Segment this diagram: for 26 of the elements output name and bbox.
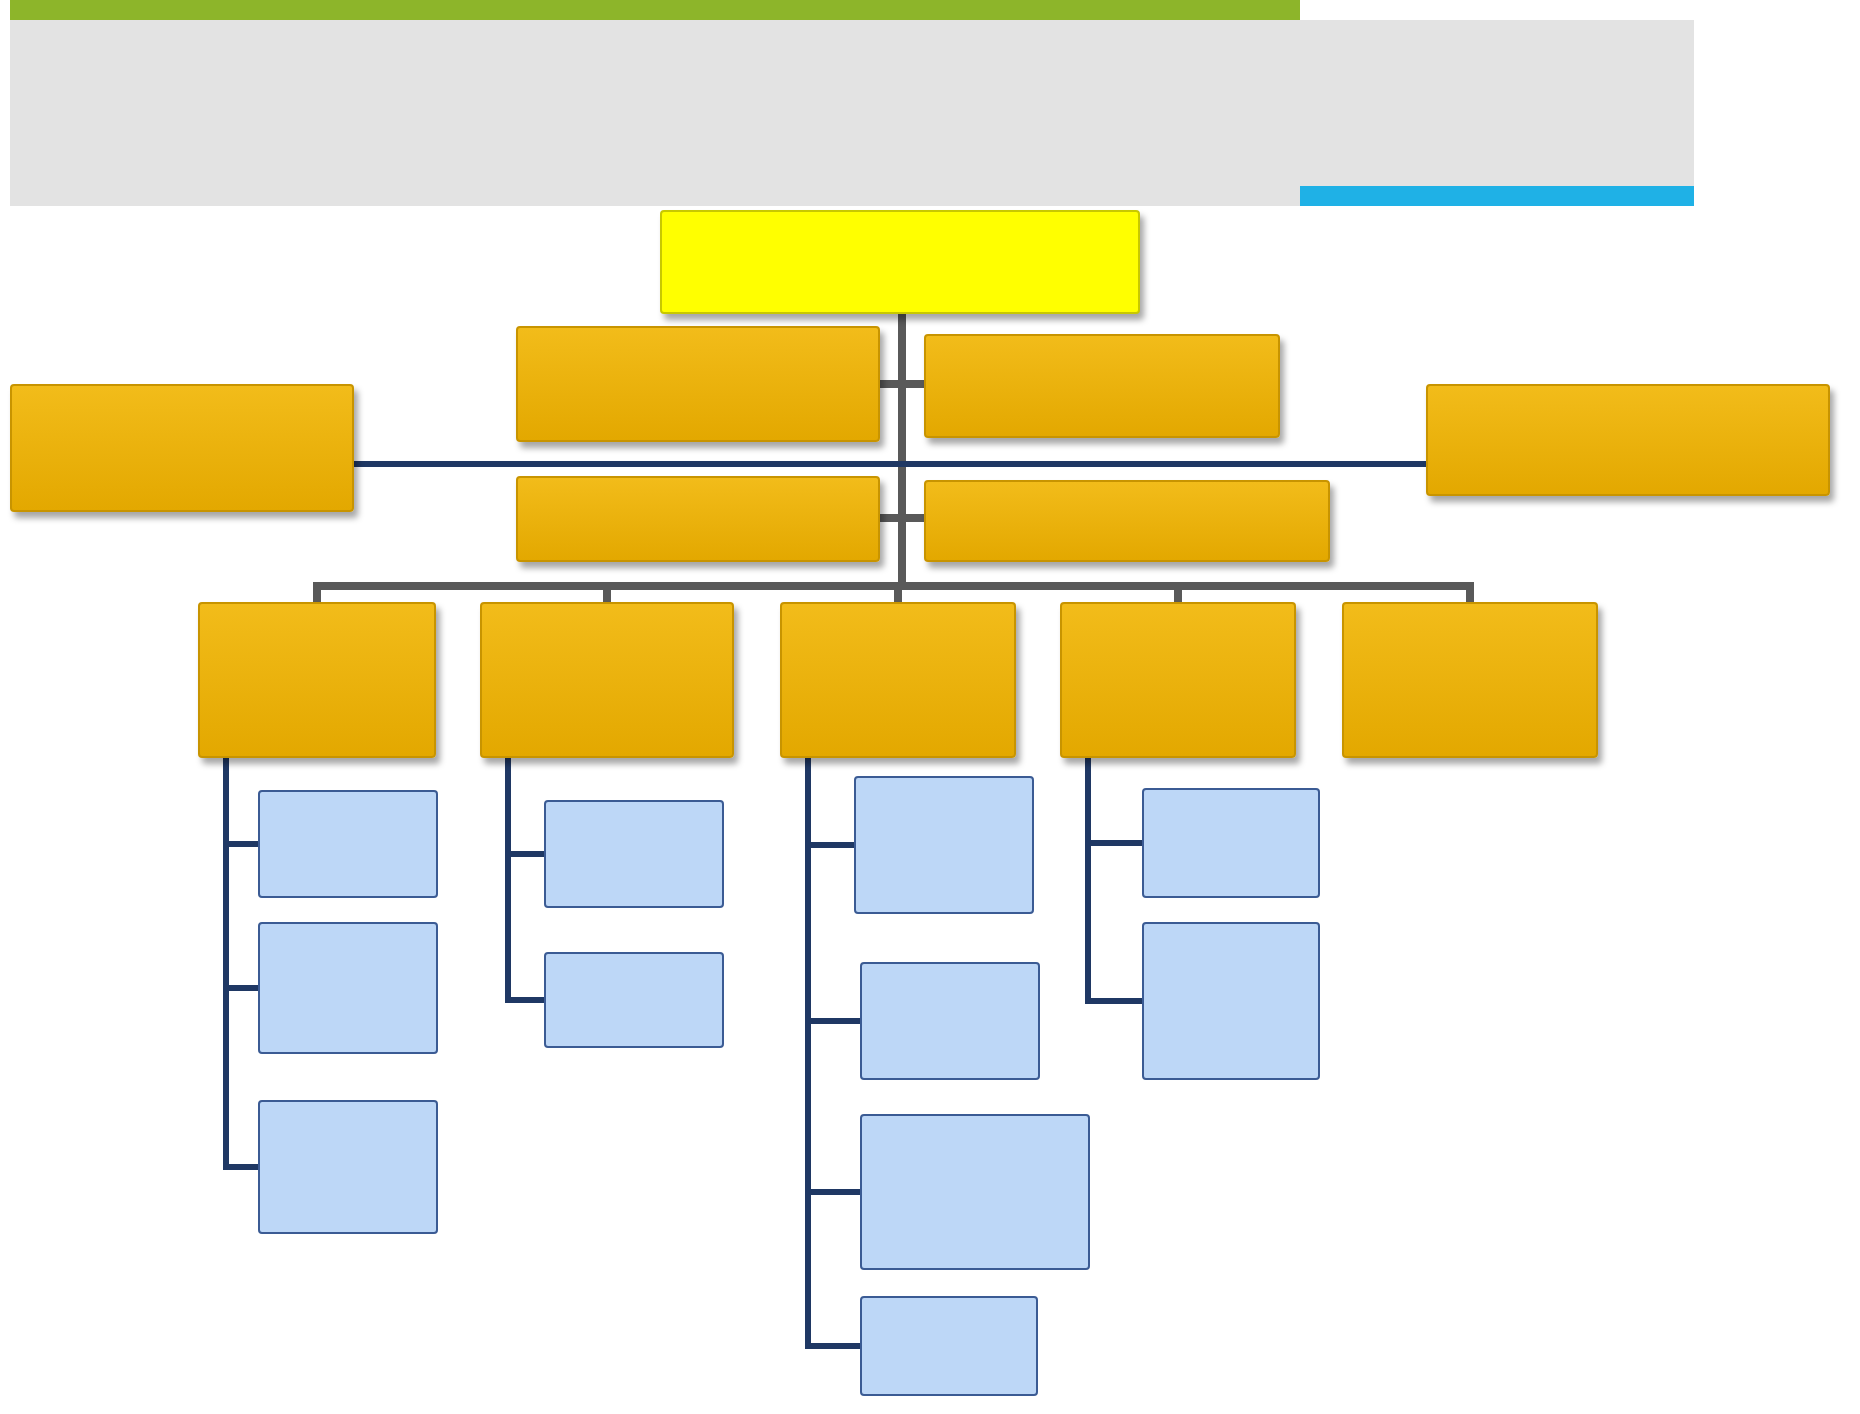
org-box bbox=[258, 790, 438, 898]
org-box bbox=[516, 326, 880, 442]
org-box bbox=[1342, 602, 1598, 758]
org-box bbox=[198, 602, 436, 758]
org-box bbox=[860, 1114, 1090, 1270]
org-box bbox=[860, 1296, 1038, 1396]
org-box bbox=[860, 962, 1040, 1080]
org-box bbox=[258, 1100, 438, 1234]
org-box bbox=[544, 800, 724, 908]
org-box bbox=[258, 922, 438, 1054]
org-box bbox=[1142, 788, 1320, 898]
org-box bbox=[544, 952, 724, 1048]
org-box bbox=[1142, 922, 1320, 1080]
org-box bbox=[924, 334, 1280, 438]
org-box bbox=[516, 476, 880, 562]
org-box bbox=[780, 602, 1016, 758]
connector-line bbox=[898, 314, 1474, 602]
org-box bbox=[10, 384, 354, 512]
org-box bbox=[1426, 384, 1830, 496]
connector-line bbox=[805, 758, 860, 1349]
org-box bbox=[924, 480, 1330, 562]
org-box bbox=[1060, 602, 1296, 758]
connector-line bbox=[354, 461, 1426, 467]
org-box bbox=[660, 210, 1140, 314]
org-box bbox=[854, 776, 1034, 914]
org-box bbox=[480, 602, 734, 758]
